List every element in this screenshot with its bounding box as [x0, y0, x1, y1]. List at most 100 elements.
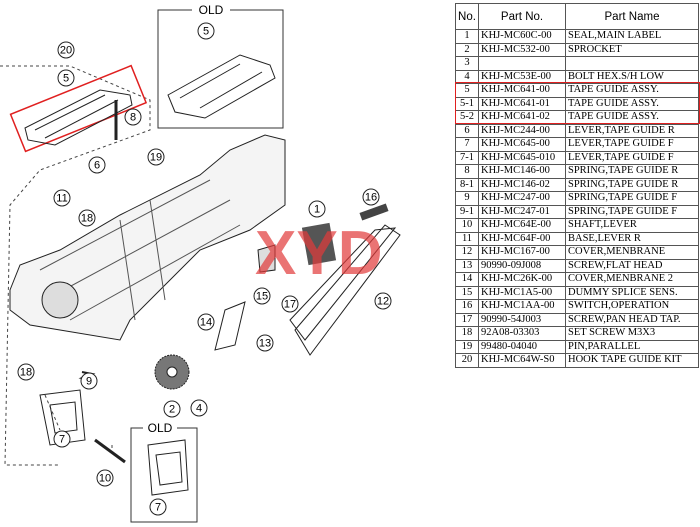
- cell-part-no: 92A08-03303: [478, 326, 566, 341]
- callout-circle: [149, 498, 167, 516]
- dashed-boundary: [0, 65, 151, 466]
- cell-part-no: KHJ-MC244-00: [478, 123, 566, 138]
- callout-number: 14: [200, 317, 212, 329]
- cell-part-no: KHJ-MC247-01: [478, 204, 566, 219]
- cell-part-no: KHJ-MC645-00: [478, 137, 566, 152]
- cell-no: 8-1: [455, 177, 479, 192]
- callout-circle: [163, 400, 181, 418]
- cell-part-name: SPROCKET: [565, 42, 699, 57]
- cell-no: 15: [455, 285, 479, 300]
- cell-no: 5-1: [455, 96, 479, 111]
- callout: 16: [362, 188, 380, 206]
- callout-circle: [124, 108, 142, 126]
- cell-no: 16: [455, 299, 479, 314]
- cell-part-no: KHJ-MC64F-00: [478, 231, 566, 246]
- cell-part-name: [565, 56, 699, 71]
- callout: 12: [374, 292, 392, 310]
- cell-no: 12: [455, 245, 479, 260]
- callout-number: 9: [86, 376, 92, 388]
- cell-part-name: LEVER,TAPE GUIDE R: [565, 123, 699, 138]
- cell-part-name: SCREW,FLAT HEAD: [565, 258, 699, 273]
- highlight-box-tape-guide: [9, 64, 148, 153]
- callout-circle: [197, 22, 215, 40]
- watermark-logo: XYD: [255, 219, 382, 288]
- cell-part-no: [478, 56, 566, 71]
- cell-part-no: KHJ-MC641-00: [478, 83, 566, 98]
- callout-circle: [256, 334, 274, 352]
- dummy-splice-sensor: [257, 244, 276, 273]
- callout-number: 17: [284, 299, 296, 311]
- callout: 7: [53, 430, 71, 448]
- callout-number: 13: [259, 338, 271, 350]
- cell-part-no: KHJ-MC1AA-00: [478, 299, 566, 314]
- callout: 8: [124, 108, 142, 126]
- callout-number: 16: [365, 192, 377, 204]
- cell-part-no: 90990-09J008: [478, 258, 566, 273]
- callout: 1: [308, 200, 326, 218]
- cell-no: 7-1: [455, 150, 479, 165]
- old-label-top: OLD: [199, 3, 224, 17]
- callout-circle: [197, 313, 215, 331]
- cell-no: 18: [455, 326, 479, 341]
- cell-part-name: LEVER,TAPE GUIDE F: [565, 150, 699, 165]
- cell-part-no: KHJ-MC167-00: [478, 245, 566, 260]
- callout: 9: [80, 372, 98, 390]
- callout: 2: [163, 400, 181, 418]
- lever-old: [147, 439, 189, 496]
- callout-number: 18: [20, 367, 32, 379]
- cell-part-no: KHJ-MC146-00: [478, 164, 566, 179]
- callout-circle: [17, 363, 35, 381]
- callout-circle: [308, 200, 326, 218]
- callout: 20: [57, 41, 75, 59]
- callout: 4: [190, 399, 208, 417]
- callout-number: 12: [377, 296, 389, 308]
- cell-part-no: KHJ-MC641-01: [478, 96, 566, 111]
- callout-number: 20: [60, 45, 72, 57]
- cell-part-no: KHJ-MC64W-S0: [478, 353, 566, 368]
- cell-part-name: TAPE GUIDE ASSY.: [565, 83, 699, 98]
- cell-part-name: BASE,LEVER R: [565, 231, 699, 246]
- cell-part-name: HOOK TAPE GUIDE KIT: [565, 353, 699, 368]
- cell-no: 19: [455, 339, 479, 354]
- operation-switch: [359, 203, 389, 221]
- tape-guide-old: [167, 54, 276, 119]
- header-part-name: Part Name: [565, 3, 699, 30]
- cell-part-name: SPRING,TAPE GUIDE F: [565, 191, 699, 206]
- cell-part-name: SHAFT,LEVER: [565, 218, 699, 233]
- callout-circle: [88, 156, 106, 174]
- cell-part-name: LEVER,TAPE GUIDE F: [565, 137, 699, 152]
- cell-no: 2: [455, 42, 479, 57]
- cell-part-no: KHJ-MC247-00: [478, 191, 566, 206]
- callout-number: 6: [94, 160, 100, 172]
- callout: 11: [53, 189, 71, 207]
- cell-no: 4: [455, 69, 479, 84]
- cell-no: 14: [455, 272, 479, 287]
- cell-no: 9: [455, 191, 479, 206]
- callout-circle: [53, 430, 71, 448]
- callout-number: 10: [99, 473, 111, 485]
- callout-circle: [78, 209, 96, 227]
- cell-no: 17: [455, 312, 479, 327]
- cell-no: 5-2: [455, 110, 479, 125]
- cell-part-no: 99480-04040: [478, 339, 566, 354]
- callout: 18: [17, 363, 35, 381]
- cell-part-name: TAPE GUIDE ASSY.: [565, 110, 699, 125]
- callout: 15: [253, 287, 271, 305]
- cell-part-name: COVER,MENBRANE 2: [565, 272, 699, 287]
